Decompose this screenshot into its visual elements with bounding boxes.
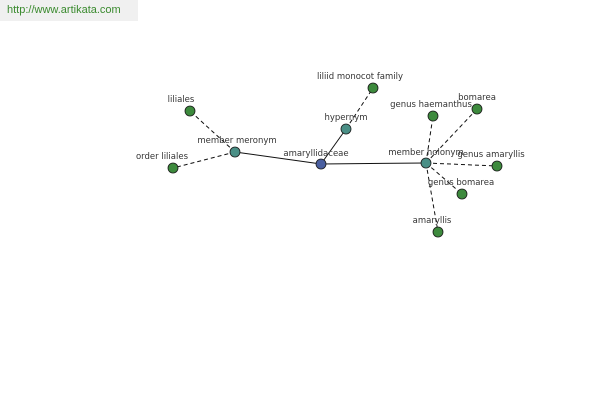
- node-liliid-monocot-family[interactable]: liliid monocot family: [317, 72, 403, 94]
- node-dot-bomarea[interactable]: [471, 103, 483, 115]
- site-url-link[interactable]: http://www.artikata.com: [7, 4, 121, 16]
- edge-member-holonym-to-genus-amaryllis: [425, 162, 498, 167]
- node-dot-member-holonym[interactable]: [420, 157, 432, 169]
- node-genus-haemanthus[interactable]: genus haemanthus: [390, 100, 472, 122]
- node-label-hypernym: hypernym: [324, 113, 367, 123]
- node-label-genus-amaryllis: genus amaryllis: [457, 150, 525, 160]
- node-amaryllis[interactable]: amaryllis: [413, 216, 452, 238]
- node-label-bomarea: bomarea: [458, 93, 496, 103]
- edge-amaryllidaceae-to-member-holonym: [320, 162, 427, 165]
- edge-member-holonym-to-genus-bomarea: [425, 162, 463, 195]
- edge-layer: [172, 87, 498, 233]
- edge-member-holonym-to-amaryllis: [425, 162, 439, 233]
- node-dot-genus-haemanthus[interactable]: [427, 110, 439, 122]
- edge-member-holonym-to-genus-haemanthus: [425, 115, 434, 164]
- node-genus-amaryllis[interactable]: genus amaryllis: [457, 150, 525, 172]
- edge-member-meronym-to-order-liliales: [172, 151, 236, 169]
- node-label-member-holonym: member holonym: [388, 148, 463, 158]
- node-label-order-liliales: order liliales: [136, 152, 189, 162]
- node-member-holonym[interactable]: member holonym: [388, 148, 464, 169]
- node-label-liliid-monocot-family: liliid monocot family: [317, 72, 403, 82]
- url-bar: http://www.artikata.com: [0, 0, 138, 21]
- edge-amaryllidaceae-to-hypernym: [320, 128, 347, 165]
- node-liliales[interactable]: liliales: [168, 95, 196, 117]
- node-dot-hypernym[interactable]: [340, 123, 352, 135]
- node-label-genus-haemanthus: genus haemanthus: [390, 100, 472, 110]
- node-dot-amaryllidaceae[interactable]: [315, 158, 327, 170]
- node-member-meronym[interactable]: member meronym: [197, 136, 277, 158]
- node-order-liliales[interactable]: order liliales: [136, 152, 189, 174]
- node-label-amaryllis: amaryllis: [413, 216, 452, 226]
- edge-member-holonym-to-bomarea: [425, 108, 478, 164]
- node-genus-bomarea[interactable]: genus bomarea: [428, 178, 494, 200]
- node-dot-order-liliales[interactable]: [167, 162, 179, 174]
- node-dot-liliales[interactable]: [184, 105, 196, 117]
- node-dot-amaryllis[interactable]: [432, 226, 444, 238]
- node-label-genus-bomarea: genus bomarea: [428, 178, 494, 188]
- node-bomarea[interactable]: bomarea: [458, 93, 496, 115]
- node-label-liliales: liliales: [168, 95, 195, 105]
- node-label-member-meronym: member meronym: [197, 136, 276, 146]
- node-dot-genus-amaryllis[interactable]: [491, 160, 503, 172]
- node-dot-genus-bomarea[interactable]: [456, 188, 468, 200]
- edge-hypernym-to-liliid-monocot-family: [345, 87, 374, 130]
- edge-amaryllidaceae-to-member-meronym: [234, 151, 322, 165]
- node-hypernym[interactable]: hypernym: [324, 113, 368, 135]
- node-layer: amaryllidaceae member meronym hypernym memb…: [136, 72, 525, 238]
- edge-member-meronym-to-liliales: [189, 110, 236, 153]
- node-dot-liliid-monocot-family[interactable]: [367, 82, 379, 94]
- node-dot-member-meronym[interactable]: [229, 146, 241, 158]
- node-amaryllidaceae[interactable]: amaryllidaceae: [283, 149, 349, 170]
- node-label-amaryllidaceae: amaryllidaceae: [283, 149, 348, 159]
